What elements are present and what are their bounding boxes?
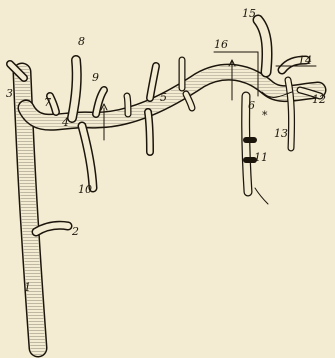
branch-10-vessel <box>82 126 93 188</box>
upper-branch-vessel <box>258 20 267 72</box>
branch-2-vessel <box>36 225 68 232</box>
label-16: 16 <box>214 39 228 50</box>
label-2: 2 <box>72 226 79 237</box>
label-9: 9 <box>92 72 99 83</box>
label-11: 11 <box>254 152 268 163</box>
label-8: 8 <box>78 36 85 47</box>
label-12: 12 <box>312 94 326 105</box>
branch-8-vessel <box>72 60 77 118</box>
label-13: 13 <box>274 128 288 139</box>
label-1: 1 <box>24 282 31 293</box>
label-14: 14 <box>298 55 312 66</box>
label-6: 6 <box>248 100 255 111</box>
label-4: 4 <box>62 117 69 128</box>
label-asterisk: * <box>262 110 268 121</box>
label-15: 15 <box>242 8 256 19</box>
branch-13-vessel <box>288 80 292 148</box>
label-3: 3 <box>6 88 13 99</box>
label-10: 10 <box>78 184 92 195</box>
label-5: 5 <box>160 92 167 103</box>
branch-9-vessel <box>96 90 104 114</box>
label-7: 7 <box>44 97 51 108</box>
